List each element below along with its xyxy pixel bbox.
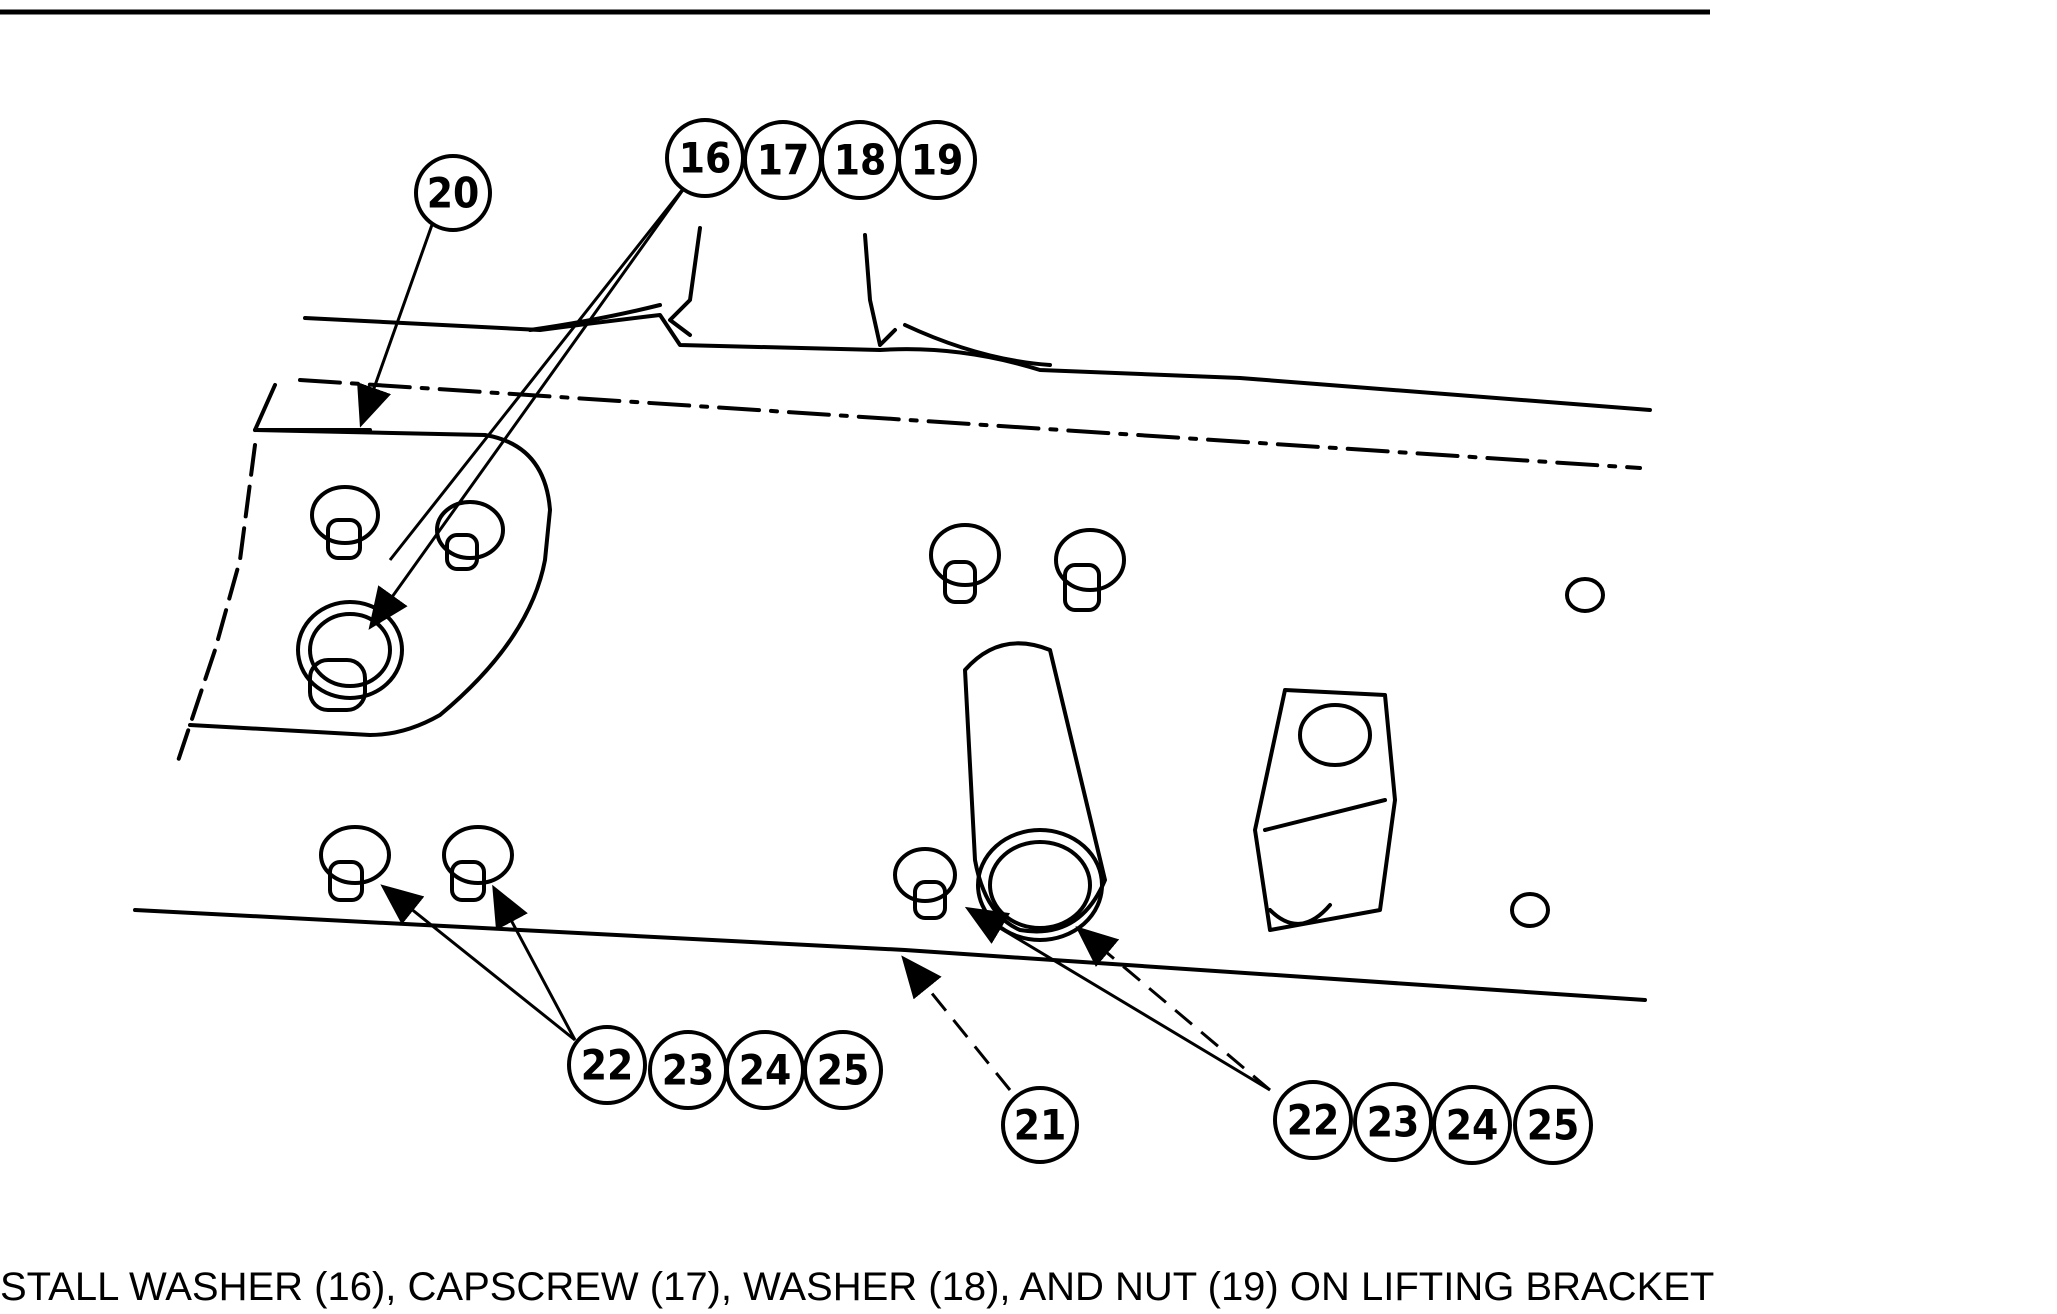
bracket-bolt-upper-left bbox=[310, 485, 380, 560]
tube-spacer bbox=[963, 641, 1107, 942]
callout-circle-20 bbox=[414, 154, 492, 232]
leader-16-a bbox=[368, 179, 692, 630]
callout-20: 20 bbox=[427, 169, 480, 218]
lower-bolt-1 bbox=[319, 825, 391, 902]
leader-left-22-b bbox=[492, 884, 577, 1041]
callout-circle-16 bbox=[665, 118, 745, 198]
rail-dashdot-line bbox=[298, 378, 1642, 470]
leader-16-b bbox=[388, 179, 692, 561]
leader-right-22-a bbox=[964, 906, 1271, 1092]
leader-20 bbox=[357, 221, 435, 428]
top-fitting-right-tail bbox=[903, 323, 1052, 367]
callout-circle-right-22 bbox=[1273, 1080, 1353, 1160]
callout-left-24: 24 bbox=[739, 1046, 792, 1095]
mid-bolt-2 bbox=[1054, 528, 1126, 612]
rail-top-edge bbox=[303, 313, 1652, 412]
callout-left-25: 25 bbox=[817, 1046, 870, 1095]
callout-right-22: 22 bbox=[1287, 1096, 1340, 1145]
top-fitting-left-tail bbox=[528, 303, 662, 332]
mid-bolt-1 bbox=[929, 523, 1001, 604]
callout-18: 18 bbox=[834, 136, 887, 185]
leader-right-22-b bbox=[1075, 926, 1271, 1092]
bracket-top-lip bbox=[253, 383, 372, 432]
bracket-bolt-large bbox=[296, 600, 404, 712]
bracket-bolt-upper-right bbox=[435, 500, 505, 571]
callout-right-24: 24 bbox=[1446, 1101, 1499, 1150]
top-fitting-left bbox=[668, 226, 702, 337]
callout-circle-right-23 bbox=[1353, 1082, 1433, 1162]
callout-circle-left-25 bbox=[803, 1030, 883, 1110]
top-fitting-right bbox=[863, 233, 897, 347]
callout-right-25: 25 bbox=[1527, 1101, 1580, 1150]
bracket-left-edge bbox=[173, 443, 257, 772]
callout-circle-19 bbox=[897, 120, 977, 200]
callout-right-23: 23 bbox=[1367, 1098, 1420, 1147]
callout-circle-left-22 bbox=[567, 1025, 647, 1105]
callout-17: 17 bbox=[757, 136, 810, 185]
rivet-lower bbox=[1510, 892, 1550, 928]
mounting-block bbox=[1253, 688, 1397, 932]
rail-bottom-edge bbox=[133, 908, 1647, 1002]
callout-circle-21 bbox=[1001, 1086, 1079, 1164]
leader-21 bbox=[901, 955, 1012, 1091]
callout-circle-right-24 bbox=[1432, 1085, 1512, 1165]
callout-left-23: 23 bbox=[662, 1046, 715, 1095]
lower-bolt-2 bbox=[442, 825, 514, 902]
figure-caption: STALL WASHER (16), CAPSCREW (17), WASHER… bbox=[0, 1265, 1715, 1309]
callout-19: 19 bbox=[911, 136, 964, 185]
callout-21: 21 bbox=[1014, 1101, 1067, 1150]
lifting-bracket bbox=[188, 428, 552, 737]
tube-side-bolt bbox=[893, 847, 957, 920]
callout-circle-right-25 bbox=[1513, 1085, 1593, 1165]
callout-16: 16 bbox=[679, 134, 732, 183]
leader-left-22-a bbox=[380, 884, 576, 1042]
rivet-upper bbox=[1565, 577, 1605, 613]
callout-left-22: 22 bbox=[581, 1041, 634, 1090]
